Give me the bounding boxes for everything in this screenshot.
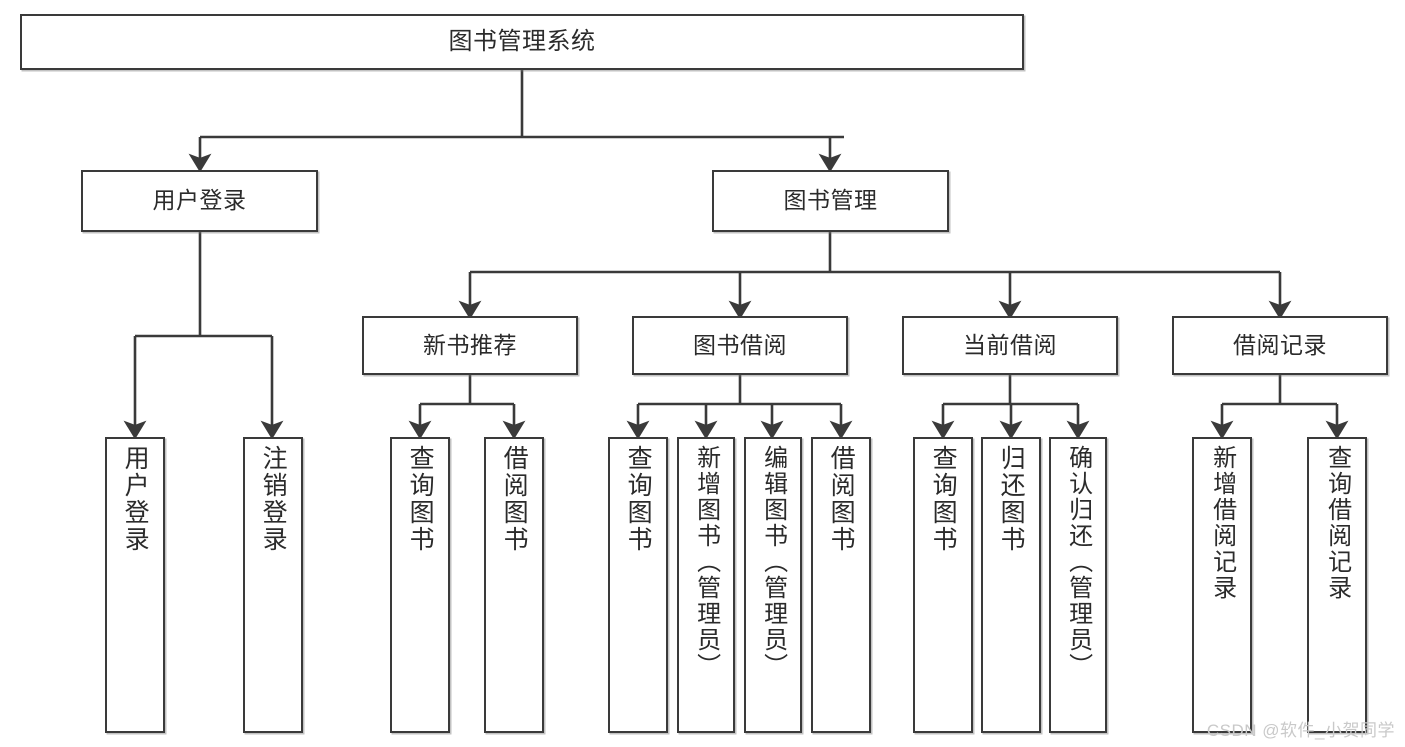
node-label: 编辑图书（管理员） bbox=[759, 445, 787, 679]
node-label: 用户登录 bbox=[152, 187, 247, 214]
node-label: 查询图书 bbox=[624, 445, 653, 553]
node-leaf-logout-login[interactable]: 注销登录 bbox=[243, 437, 303, 733]
node-label: 新增借阅记录 bbox=[1208, 445, 1236, 601]
node-label: 借阅图书 bbox=[827, 445, 856, 553]
node-label: 查询图书 bbox=[929, 445, 958, 553]
node-book-management[interactable]: 图书管理 bbox=[712, 170, 949, 232]
node-leaf-edit-book-admin[interactable]: 编辑图书（管理员） bbox=[744, 437, 802, 733]
node-label: 借阅图书 bbox=[500, 445, 529, 553]
node-leaf-borrow-book-new-book[interactable]: 借阅图书 bbox=[484, 437, 544, 733]
node-label: 注销登录 bbox=[259, 445, 288, 553]
node-label: 归还图书 bbox=[997, 445, 1026, 553]
node-root-book-management-system[interactable]: 图书管理系统 bbox=[20, 14, 1024, 70]
node-leaf-return-book[interactable]: 归还图书 bbox=[981, 437, 1041, 733]
node-label: 图书管理 bbox=[783, 187, 878, 214]
node-label: 查询借阅记录 bbox=[1323, 445, 1351, 601]
node-leaf-borrow-book-borrow[interactable]: 借阅图书 bbox=[811, 437, 871, 733]
node-label: 借阅记录 bbox=[1233, 331, 1327, 358]
node-leaf-add-borrow-record[interactable]: 新增借阅记录 bbox=[1192, 437, 1252, 733]
csdn-watermark: CSDN @软件_小贺同学 bbox=[1206, 721, 1395, 740]
node-new-book-recommendation[interactable]: 新书推荐 bbox=[362, 316, 578, 375]
node-label: 新增图书（管理员） bbox=[692, 445, 720, 679]
node-leaf-user-login[interactable]: 用户登录 bbox=[105, 437, 165, 733]
node-current-borrow[interactable]: 当前借阅 bbox=[902, 316, 1118, 375]
node-leaf-confirm-return-admin[interactable]: 确认归还（管理员） bbox=[1049, 437, 1107, 733]
node-leaf-query-book-borrow[interactable]: 查询图书 bbox=[608, 437, 668, 733]
node-leaf-query-book-new-book[interactable]: 查询图书 bbox=[390, 437, 450, 733]
node-label: 查询图书 bbox=[406, 445, 435, 553]
node-leaf-query-book-current[interactable]: 查询图书 bbox=[913, 437, 973, 733]
node-borrow-record[interactable]: 借阅记录 bbox=[1172, 316, 1388, 375]
node-leaf-query-borrow-record[interactable]: 查询借阅记录 bbox=[1307, 437, 1367, 733]
node-label: 用户登录 bbox=[121, 445, 150, 553]
node-leaf-add-book-admin[interactable]: 新增图书（管理员） bbox=[677, 437, 735, 733]
node-label: 确认归还（管理员） bbox=[1064, 445, 1092, 679]
node-user-login[interactable]: 用户登录 bbox=[81, 170, 318, 232]
node-book-borrow[interactable]: 图书借阅 bbox=[632, 316, 848, 375]
node-label: 当前借阅 bbox=[963, 331, 1057, 358]
node-label: 图书借阅 bbox=[693, 331, 787, 358]
node-label: 图书管理系统 bbox=[448, 27, 596, 55]
node-label: 新书推荐 bbox=[423, 331, 517, 358]
